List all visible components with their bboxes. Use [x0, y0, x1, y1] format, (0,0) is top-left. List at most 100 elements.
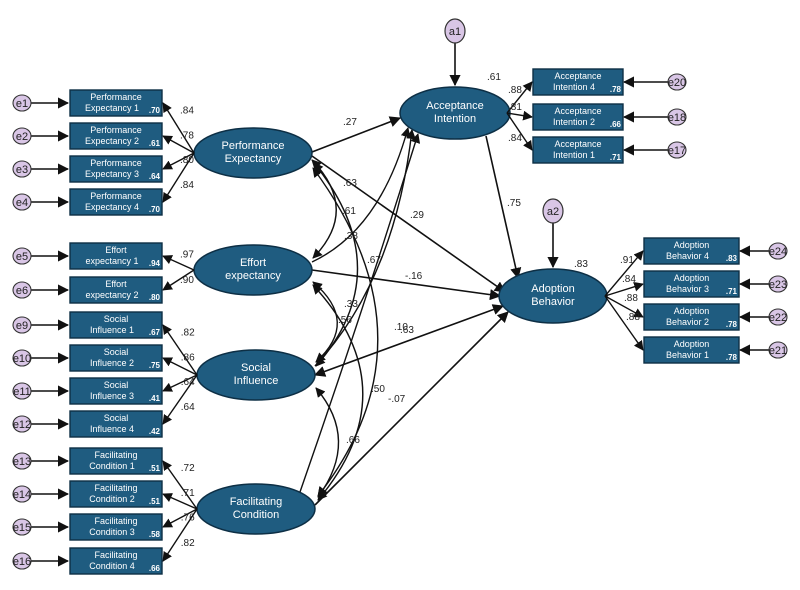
svg-text:Expectancy: Expectancy: [225, 153, 282, 165]
loading-arrow: [162, 152, 195, 203]
indicator-e10-label-2: Influence 2: [90, 358, 134, 368]
indicator-e18-label-1: Acceptance: [554, 106, 601, 116]
error-e22-label: e22: [769, 312, 787, 324]
indicator-e9-r2: .67: [149, 328, 161, 337]
error-e5-label: e5: [16, 251, 28, 263]
error-e2-label: e2: [16, 131, 28, 143]
loading-e14: .71: [181, 488, 195, 499]
path-pe-ai: [311, 116, 402, 153]
svg-text:a1: a1: [449, 26, 461, 38]
loading-arrow: [162, 374, 198, 392]
loading-e10: .86: [181, 352, 195, 363]
error-e18: e18: [667, 108, 687, 126]
indicator-e11-r2: .41: [149, 394, 161, 403]
error-e4-label: e4: [16, 197, 28, 209]
loading-arrow: [162, 269, 195, 291]
error-e13-label: e13: [13, 456, 31, 468]
indicator-e15-label-2: Condition 3: [89, 527, 135, 537]
indicator-e14-label-1: Facilitating: [94, 483, 137, 493]
svg-text:Intention: Intention: [434, 113, 476, 125]
indicator-e21-label-2: Behavior 1: [666, 350, 709, 360]
coef-pe-ai: .27: [343, 117, 357, 128]
indicator-e10-label-1: Social: [104, 347, 129, 357]
indicator-e3-label-2: Expectancy 3: [85, 169, 139, 179]
coef-pe-fc: .33: [344, 299, 358, 310]
indicator-e5-label-2: expectancy 1: [85, 256, 138, 266]
cov-pe-si: [313, 162, 359, 367]
indicator-e18-r2: .66: [610, 120, 622, 129]
coef-si-ab: .10: [394, 322, 408, 333]
error-e1: e1: [12, 94, 32, 112]
indicator-e11-label-2: Influence 3: [90, 391, 134, 401]
loading-arrow: [162, 102, 195, 154]
covariance-arcs: [299, 127, 421, 501]
cov-pe-fc: [312, 167, 379, 497]
error-e20-label: e20: [668, 77, 686, 89]
indicator-e15-r2: .58: [149, 530, 161, 539]
error-e24: e24: [768, 242, 788, 260]
error-e24-label: e24: [769, 246, 787, 258]
loading-e15: .76: [181, 513, 195, 524]
loading-e3: .80: [180, 155, 194, 166]
coef-ai-ab: .75: [507, 198, 521, 209]
error-e17: e17: [667, 141, 687, 159]
error-e21: e21: [768, 341, 788, 359]
coef-pe-ab: .29: [410, 210, 424, 221]
error-e10: e10: [12, 349, 32, 367]
error-e12-label: e12: [13, 419, 31, 431]
indicator-e6-r2: .80: [149, 293, 161, 302]
svg-text:Acceptance: Acceptance: [426, 100, 483, 112]
loading-arrow: [604, 281, 644, 297]
loading-e22: .88: [624, 293, 638, 304]
loading-e18: .81: [508, 102, 522, 113]
indicator-e3-label-1: Performance: [90, 158, 142, 168]
loading-arrow: [162, 135, 195, 154]
coef-si-ai: .63: [400, 325, 414, 336]
loading-e9: .82: [181, 328, 195, 339]
error-e5: e5: [12, 247, 32, 265]
loading-arrow: [162, 255, 195, 271]
loading-e17: .84: [508, 133, 522, 144]
disturbance-a1: a1: [444, 18, 466, 44]
loading-arrow: [506, 110, 533, 121]
cov-fc-ai: [299, 133, 421, 493]
indicator-e16-label-1: Facilitating: [94, 550, 137, 560]
indicator-e15-label-1: Facilitating: [94, 516, 137, 526]
loading-arrow: [162, 493, 198, 510]
cov-ee-si: [312, 281, 338, 363]
path-si-ab: [313, 304, 505, 377]
indicator-e14-r2: .51: [149, 497, 161, 506]
loading-e1: .84: [180, 106, 194, 117]
indicator-e23-label-1: Adoption: [674, 273, 710, 283]
svg-text:expectancy: expectancy: [225, 270, 281, 282]
path-pe-ab: [311, 155, 506, 293]
loading-e13: .72: [181, 463, 195, 474]
error-e14: e14: [12, 485, 32, 503]
indicator-e17-label-1: Acceptance: [554, 139, 601, 149]
error-e14-label: e14: [13, 489, 31, 501]
indicator-e9-label-1: Social: [104, 314, 129, 324]
indicator-e22-label-2: Behavior 2: [666, 317, 709, 327]
indicator-e14-label-2: Condition 2: [89, 494, 135, 504]
indicator-e2-label-1: Performance: [90, 125, 142, 135]
error-e4: e4: [12, 193, 32, 211]
error-e9-label: e9: [16, 320, 28, 332]
loading-arrow: [604, 295, 644, 351]
loading-arrow: [506, 112, 533, 151]
